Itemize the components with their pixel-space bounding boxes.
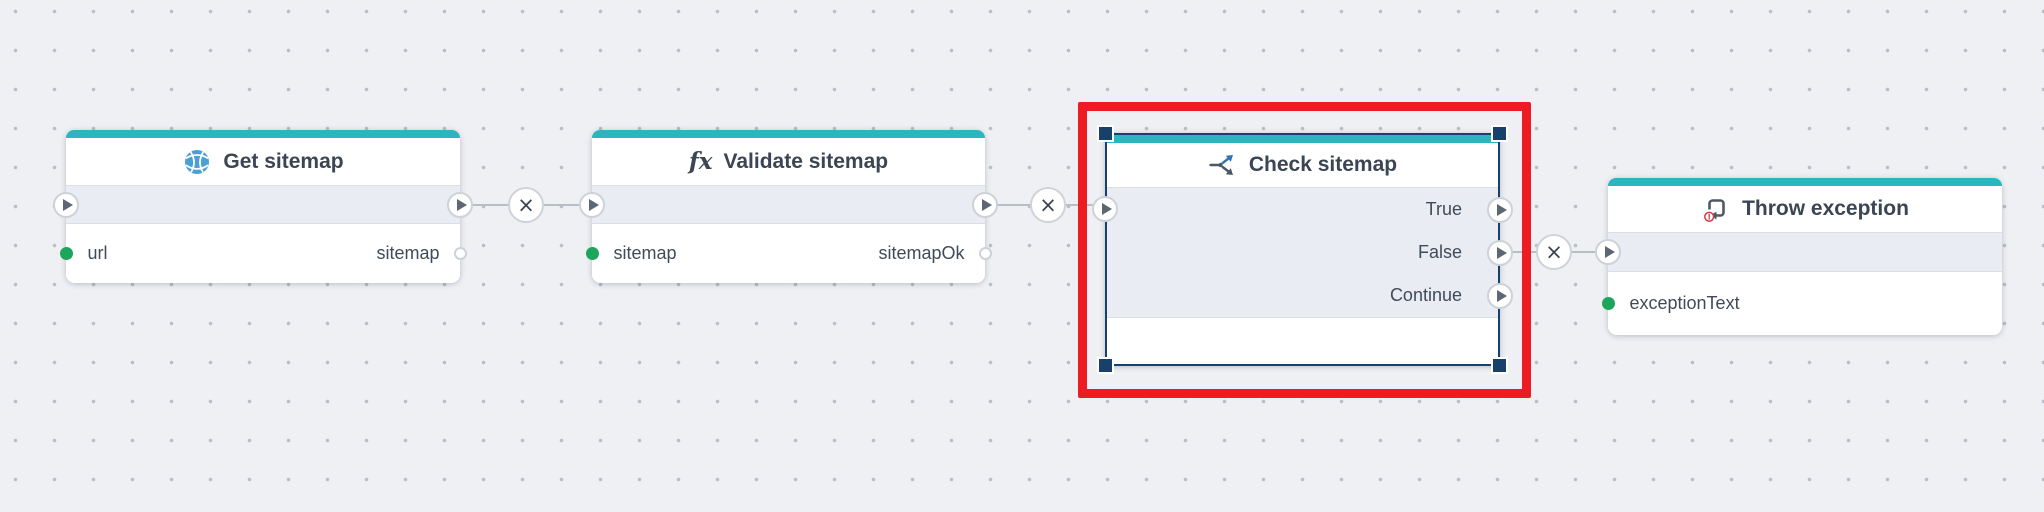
connection-line [471,204,510,206]
output-label: sitemap [376,243,440,263]
branch-icon [1208,152,1238,178]
branch-row-false: False [1107,231,1513,274]
node-accent-bar [66,130,460,138]
branch-label: Continue [1389,285,1462,305]
node-header: Throw exception [1608,186,2002,233]
node-body: exceptionText [1601,272,2002,335]
output-pin-sitemap[interactable] [453,247,467,260]
play-icon [1496,289,1507,302]
play-icon [62,198,73,211]
node-header: Get sitemap [66,138,460,186]
node-body: sitemap sitemapOk [585,224,992,283]
node-header: Check sitemap [1107,143,1498,188]
exec-output-port[interactable] [447,191,473,218]
delete-connection-button[interactable]: × [508,187,544,223]
branch-label: False [1417,242,1462,262]
node-body: url sitemap [59,224,467,283]
input-label: sitemap [613,243,677,263]
exec-input-port[interactable] [579,191,605,218]
connection-line [544,204,580,206]
branch-row-continue: Continue [1107,274,1513,317]
node-accent-bar [1608,178,2002,186]
exec-row [579,186,998,224]
node-title: Check sitemap [1248,153,1398,176]
branch-row-true: True [1107,188,1513,231]
connection-line [1512,251,1538,253]
output-label: sitemapOk [878,243,965,263]
resize-handle-bottom-left[interactable] [1099,359,1112,372]
exec-output-port[interactable] [972,191,998,218]
resize-handle-top-right[interactable] [1493,127,1506,140]
exec-input-port[interactable] [1595,239,1621,265]
output-pin-sitemapok[interactable] [978,247,992,260]
node-footer [1107,318,1498,364]
node-title: Get sitemap [223,149,344,173]
input-label: exceptionText [1629,293,1740,313]
fx-icon: fx [688,148,713,175]
exec-output-port-continue[interactable] [1487,282,1513,309]
globe-icon [182,147,212,177]
branch-label: True [1425,199,1462,219]
play-icon [456,198,467,211]
resize-handle-bottom-right[interactable] [1493,359,1506,372]
throw-exception-icon [1701,194,1731,224]
resize-handle-top-left[interactable] [1099,127,1112,140]
node-header: fx Validate sitemap [592,138,985,186]
input-pin-sitemap[interactable] [585,247,599,260]
node-title: Throw exception [1742,197,1909,220]
play-icon [981,198,992,211]
exec-row [1595,233,2002,272]
exec-row [53,186,473,224]
connection-line [1570,251,1596,253]
node-title: Validate sitemap [723,149,889,173]
delete-connection-button[interactable]: × [1536,234,1572,270]
input-label: url [87,243,108,263]
exec-input-port[interactable] [53,191,79,218]
exec-output-port-true[interactable] [1487,196,1513,223]
node-get-sitemap[interactable]: Get sitemap url sitemap [53,130,473,283]
connection-line [1066,204,1093,206]
play-icon [1604,246,1615,258]
branch-outputs: True False Continue [1107,188,1513,318]
play-icon [1101,203,1112,215]
exec-output-port-false[interactable] [1487,239,1513,266]
exec-input-port[interactable] [1092,196,1118,222]
node-validate-sitemap[interactable]: fx Validate sitemap sitemap sitemapOk [579,130,998,283]
node-accent-bar [592,130,985,138]
input-pin-exceptiontext[interactable] [1601,297,1615,310]
play-icon [1496,246,1507,259]
delete-connection-button[interactable]: × [1030,187,1066,223]
node-check-sitemap[interactable]: Check sitemap True False Continue [1092,127,1513,372]
input-pin-url[interactable] [59,247,73,260]
node-throw-exception[interactable]: Throw exception exceptionText [1595,178,2002,335]
play-icon [1496,203,1507,216]
play-icon [588,198,599,211]
node-accent-bar [1107,135,1498,143]
connection-line [997,204,1032,206]
